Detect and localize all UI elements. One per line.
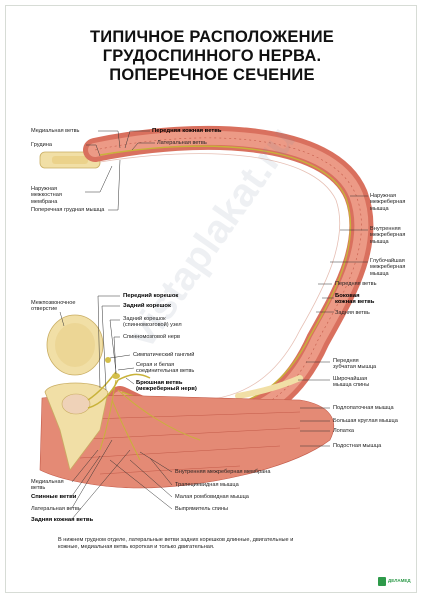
label-latissimus-dorsi: Широчайшая мышца спины [333,376,370,389]
pleura-line [99,153,341,401]
label-posterior-root: Задний корешок [123,303,171,309]
label-infraspinatus: Подостная мышца [333,443,382,449]
label-int-intercostal-muscle: Внутренняя межреберная мышца [370,226,406,245]
label-scapula: Лопатка [333,428,355,434]
label-anterior-branch: Передняя ветвь [335,281,377,287]
label-innermost-intercostal: Глубочайшая межреберная мышца [370,258,406,277]
label-sternum: Грудина [31,142,52,148]
sternum-marrow [52,156,88,164]
label-spinal-nerve: Спинномозговой нерв [123,334,180,340]
vertebral-arch [44,382,109,471]
title-line-3: ПОПЕРЕЧНОЕ СЕЧЕНИЕ [109,66,315,84]
label-transverse-thoracic: Поперечная грудная мышца [31,207,105,213]
label-posterior-branch: Задняя ветвь [335,310,370,316]
spinal-cord [61,393,91,415]
logo-mark-icon [378,577,386,586]
label-posterior-cutaneous: Задняя кожная ветвь [31,517,94,523]
leader-lines [59,130,368,520]
sympathetic-ganglion [105,357,111,363]
label-teres-major: Большая круглая мышца [333,418,398,424]
label-lateral-cutaneous: Боковая кожная ветвь [335,293,375,306]
logo-text: ДЕЛАМЕД [388,578,411,583]
dorsal-rami [99,379,201,461]
label-medial-branch-bottom: Медиальная ветвь [31,479,64,492]
label-subscapularis: Подлопаточная мышца [333,405,394,411]
footnote: В нижнем грудном отделе, латеральные вет… [58,537,294,550]
back-muscles [39,395,335,489]
label-ext-intercostal-membrane: Наружная межкостная мембрана [31,186,62,205]
label-anterior-root: Передний корешок [123,293,179,299]
label-ventral-ramus: Брюшная ветвь (межреберный нерв) [136,380,197,393]
label-dorsal-branches: Спинные ветви [31,494,77,500]
label-int-intercostal-membrane: Внутренняя межреберная мембрана [175,469,271,475]
rib [235,375,303,399]
vertebral-body-spongy [55,323,95,367]
poster-frame [5,5,417,593]
label-serratus-anterior: Передняя зубчатая мышца [333,358,377,371]
title-line-2: ГРУДОСПИННОГО НЕРВА. [102,47,322,65]
label-anterior-cutaneous: Передняя кожная ветвь [152,128,222,134]
dorsal-root-ganglion [112,373,120,379]
label-dorsal-root-ganglion: Задний корешок (спинномозговой) узел [123,316,182,329]
label-rami-communicantes: Серая и белая соединительная ветвь [136,362,195,375]
label-ext-intercostal-muscle: Наружная межреберная мышца [370,193,406,212]
label-sympathetic-ganglion: Симпатический ганглий [133,352,195,358]
label-lateral-branch-top: Латеральная ветвь [157,140,207,146]
publisher-logo: ДЕЛАМЕД [378,577,414,587]
label-trapezius: Трапециевидная мышца [175,482,239,488]
title-line-1: ТИПИЧНОЕ РАСПОЛОЖЕНИЕ [90,28,334,46]
page-title: ТИПИЧНОЕ РАСПОЛОЖЕНИЕ ГРУДОСПИННОГО НЕРВ… [0,28,424,85]
label-rhomboid-minor: Малая ромбовидная мышца [175,494,249,500]
label-intervertebral-foramen: Межпозвоночное отверстие [31,300,76,313]
label-erector-spinae: Выпрямитель спины [175,506,229,512]
label-medial-branch-top: Медиальная ветвь [31,128,80,134]
label-lateral-branch-bottom: Латеральная ветвь [31,506,81,512]
